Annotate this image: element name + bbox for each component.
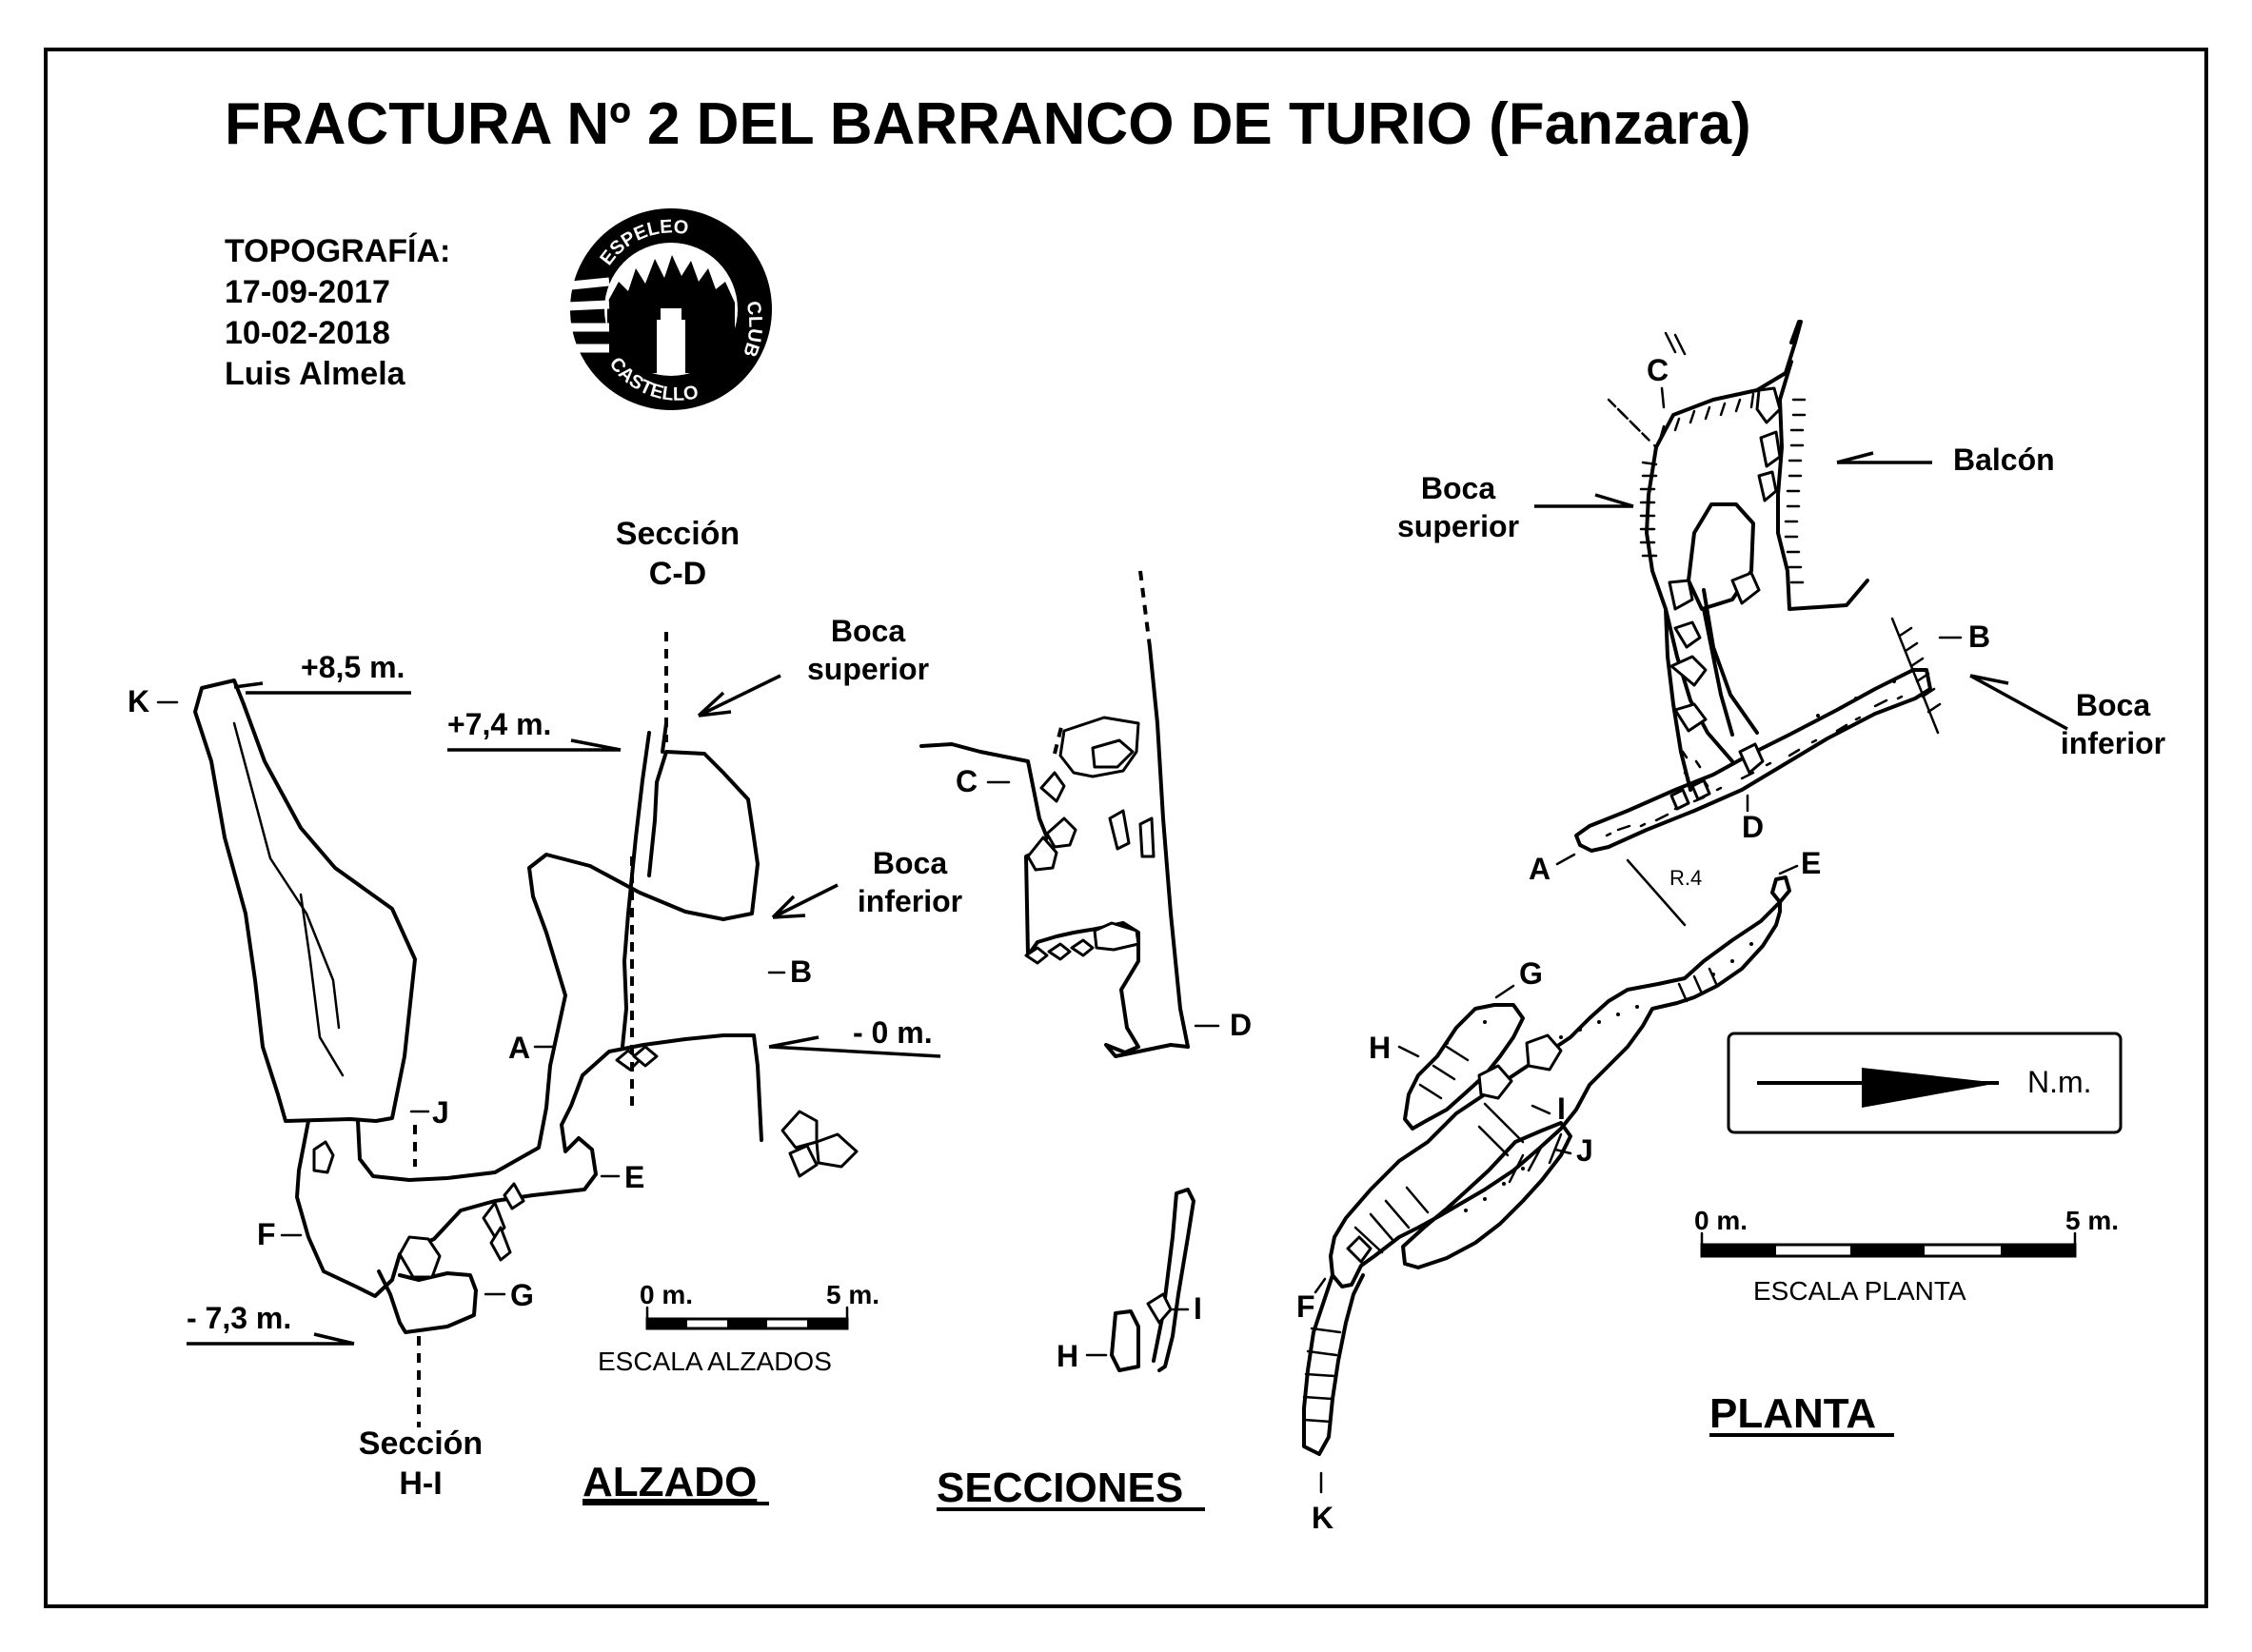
alzado-lower-chamber [295,1033,763,1298]
alzado-boca-inferior-1: Boca [873,846,947,880]
planta-point-j: J [1576,1133,1593,1168]
seccion-point-d: D [1230,1008,1252,1042]
planta-point-a: A [1529,852,1551,886]
planta-scale-end: 5 m. [2065,1206,2119,1235]
alzado-scale-bar: 0 m. 5 m. ESCALA ALZADOS [598,1280,879,1376]
credits-heading: TOPOGRAFÍA: [225,233,450,269]
planta-scale-start: 0 m. [1694,1206,1748,1235]
seccion-point-h: H [1057,1339,1078,1373]
alzado-point-a: A [508,1031,530,1065]
credits-author: Luis Almela [225,356,406,392]
planta-point-i: I [1557,1092,1566,1126]
planta-point-f: F [1296,1289,1315,1324]
planta-point-d: D [1742,810,1764,844]
north-arrow-icon [1862,1068,1999,1108]
club-logo: ESPELEO CLUB CASTELLO [566,208,772,410]
level-minus-7-3: - 7,3 m. [187,1301,291,1335]
planta-view: C Boca superior Balcón B Boca inferior D… [1296,320,2165,1535]
planta-point-c: C [1647,353,1669,387]
alzado-point-k: K [128,684,149,718]
planta-heading: PLANTA [1709,1390,1876,1437]
alzado-point-j: J [432,1095,449,1130]
seccion-cd-outline [919,742,1190,1058]
credits-date-2: 10-02-2018 [225,315,390,351]
seccion-cd-label-1: Sección [616,516,740,552]
credits-block: TOPOGRAFÍA: 17-09-2017 10-02-2018 Luis A… [225,233,450,392]
alzado-boca-superior-1: Boca [831,614,905,648]
survey-title: FRACTURA Nº 2 DEL BARRANCO DE TURIO (Fan… [225,91,1751,157]
planta-edge-hatch [1639,331,1807,584]
seccion-hi-outline [1152,1188,1195,1372]
seccion-cd-label-2: C-D [649,556,706,592]
seccion-point-i: I [1194,1291,1202,1326]
planta-boca-inferior-2: inferior [2061,726,2165,760]
seccion-point-c: C [956,764,978,798]
alzado-boca-inferior-2: inferior [858,884,962,918]
alzado-heading: ALZADO [583,1459,757,1505]
level-plus-8-5: +8,5 m. [301,650,405,684]
alzado-point-f: F [257,1217,276,1251]
planta-r4-label: R.4 [1669,866,1702,890]
alzado-boca-superior-2: superior [807,652,929,686]
credits-date-1: 17-09-2017 [225,274,390,310]
alzado-point-b: B [790,954,812,989]
planta-scale-bar: 0 m. 5 m. ESCALA PLANTA [1694,1206,2119,1306]
seccion-hi-label-1: Sección [359,1426,483,1462]
planta-boca-inferior-1: Boca [2076,688,2150,722]
planta-point-h: H [1369,1031,1391,1065]
planta-balcon-label: Balcón [1953,442,2055,477]
seccion-hi-label-2: H-I [399,1465,442,1502]
secciones-view: C D I H SECCIONES [919,570,1252,1511]
sheet-border [44,48,2208,1608]
alzado-scale-end: 5 m. [826,1280,879,1309]
alzado-view: Sección C-D Sección H-I +8,5 m. +7,4 m. … [128,516,962,1505]
alzado-point-g: G [510,1278,534,1312]
planta-point-e: E [1801,846,1821,880]
planta-boca-superior-1: Boca [1421,471,1495,505]
planta-point-k: K [1312,1501,1333,1535]
planta-point-g: G [1519,956,1543,991]
alzado-scale-label: ESCALA ALZADOS [598,1347,832,1376]
planta-stipple [1445,679,1896,1212]
planta-scale-label: ESCALA PLANTA [1753,1276,1966,1306]
secciones-heading: SECCIONES [937,1465,1183,1511]
planta-upper-outline [1654,320,1869,611]
north-label: N.m. [2027,1065,2092,1099]
alzado-point-e: E [624,1160,644,1194]
alzado-scale-start: 0 m. [640,1280,693,1309]
north-arrow-box: N.m. [1727,1032,2123,1134]
planta-point-b: B [1968,620,1990,654]
level-plus-7-4: +7,4 m. [447,707,551,741]
planta-gallery-ek [1770,875,1791,904]
level-zero: - 0 m. [853,1015,933,1050]
alzado-left-chamber [193,678,417,1123]
planta-boca-superior-2: superior [1397,509,1519,543]
